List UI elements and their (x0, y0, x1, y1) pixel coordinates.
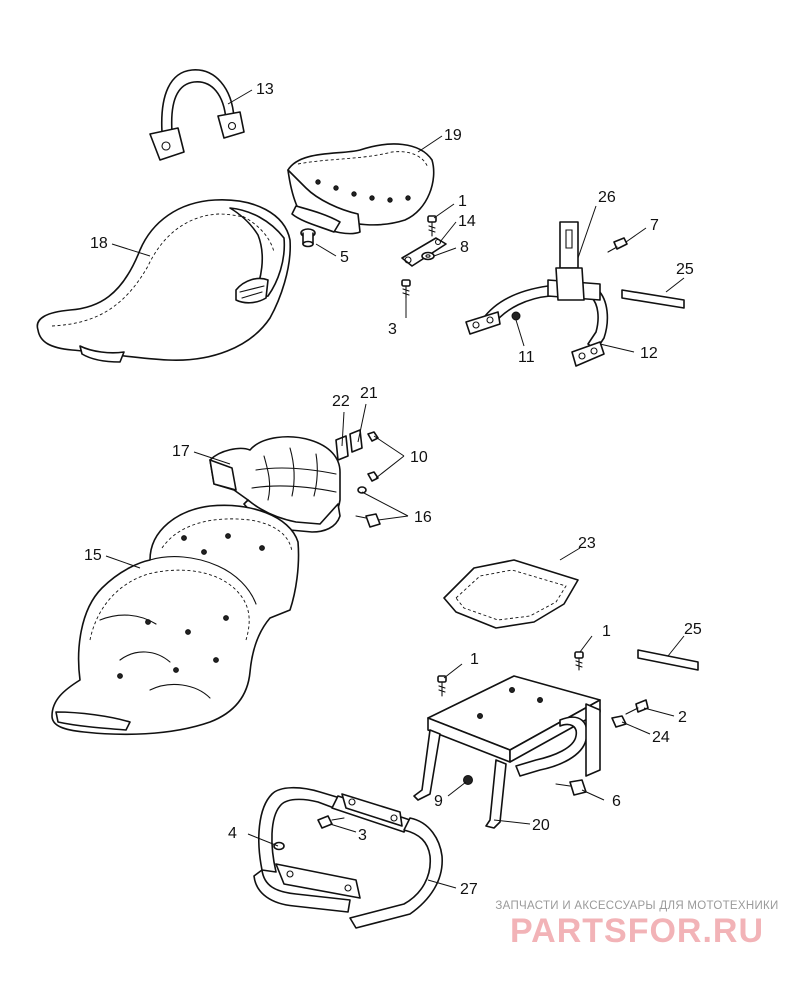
leader-lines (105, 89, 685, 889)
part-1-screw-mid-left (437, 675, 447, 697)
callout-labels: 13 19 1 14 8 3 5 18 26 7 25 11 12 22 21 … (84, 81, 702, 898)
callout-8: 8 (460, 239, 469, 256)
watermark-tagline: ЗАПЧАСТИ И АКСЕССУАРЫ ДЛЯ МОТОТЕХНИКИ (495, 900, 779, 912)
callout-16: 16 (414, 509, 432, 526)
callout-3-top: 3 (388, 321, 397, 338)
part-8-washer (421, 251, 435, 261)
callout-18: 18 (90, 235, 108, 252)
callout-3-bottom: 3 (358, 827, 367, 844)
part-19-solo-seat (287, 143, 435, 235)
callout-17: 17 (172, 443, 190, 460)
callout-1-mid-b: 1 (602, 623, 611, 640)
part-6-bolt (555, 779, 587, 796)
part-3-screw-bottom (317, 815, 345, 829)
part-25-pad-bottom (637, 649, 699, 671)
part-11-nut (511, 311, 521, 321)
part-20-rack-base (413, 675, 601, 829)
part-27-luggage-rack (253, 786, 443, 929)
callout-5: 5 (340, 249, 349, 266)
callout-10: 10 (410, 449, 428, 466)
callout-6: 6 (612, 793, 621, 810)
part-26-backrest-plate (559, 221, 579, 269)
callout-9: 9 (434, 793, 443, 810)
part-1-screw-top (427, 215, 437, 237)
part-2-bolt (625, 699, 649, 715)
callout-1-top: 1 (458, 193, 467, 210)
callout-4: 4 (228, 825, 237, 842)
callout-11: 11 (518, 349, 535, 366)
callout-13: 13 (256, 81, 274, 98)
part-24-nut (611, 715, 627, 728)
part-15-touring-seat (51, 504, 300, 736)
callout-23: 23 (578, 535, 596, 552)
part-4-washer (273, 841, 285, 851)
callout-21: 21 (360, 385, 378, 402)
part-1-screw-mid-right (574, 651, 584, 671)
part-12-rear-mount-bracket (465, 267, 609, 367)
part-18-driver-seat (36, 199, 291, 363)
callout-22: 22 (332, 393, 350, 410)
part-13-grab-strap (149, 69, 245, 161)
callout-20: 20 (532, 817, 550, 834)
callout-27: 27 (460, 881, 478, 898)
callout-1-mid-a: 1 (470, 651, 479, 668)
callout-26: 26 (598, 189, 616, 206)
callout-12: 12 (640, 345, 658, 362)
part-10-nuts (367, 431, 379, 482)
callout-24: 24 (652, 729, 670, 746)
callout-7: 7 (650, 217, 659, 234)
part-23-base-mat (443, 559, 579, 629)
callout-14: 14 (458, 213, 476, 230)
part-7-bolt (607, 237, 628, 253)
callout-15: 15 (84, 547, 102, 564)
part-14-seat-bracket (401, 237, 447, 267)
callout-19: 19 (444, 127, 462, 144)
callout-2: 2 (678, 709, 687, 726)
callout-25-top: 25 (676, 261, 694, 278)
part-5-seat-mount-nut (300, 228, 316, 248)
part-16-bolts (355, 486, 381, 528)
watermark-logo: PARTSFOR.RU (509, 912, 765, 950)
callout-25-bottom: 25 (684, 621, 702, 638)
part-25-pad-top (621, 289, 685, 309)
